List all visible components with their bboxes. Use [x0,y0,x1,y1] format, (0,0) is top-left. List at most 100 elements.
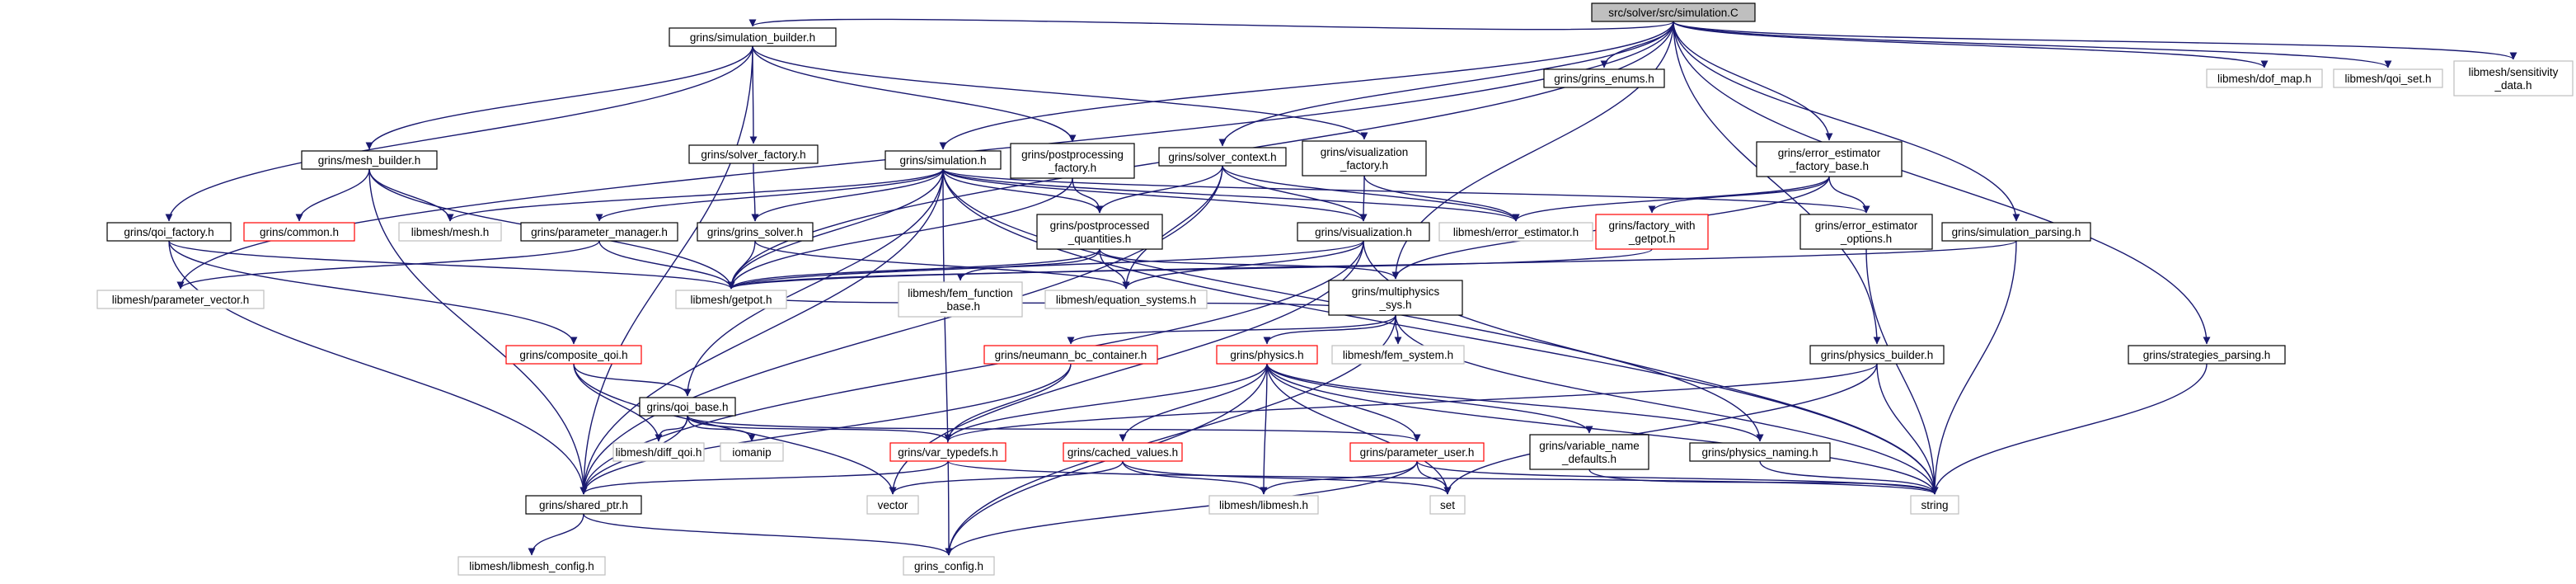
node-pp_factory[interactable]: grins/postprocessing_factory.h [1010,143,1135,179]
node-eqsys[interactable]: libmesh/equation_systems.h [1044,290,1208,309]
node-string[interactable]: string [1910,495,1959,515]
node-box [884,150,1002,170]
node-set[interactable]: set [1429,495,1466,515]
node-diffqoi[interactable]: libmesh/diff_qoi.h [612,442,705,462]
node-lm_mesh[interactable]: libmesh/mesh.h [398,222,502,242]
node-iomanip[interactable]: iomanip [720,442,784,462]
node-mesh_builder[interactable]: grins/mesh_builder.h [301,150,438,170]
node-sensdata[interactable]: libmesh/sensitivity_data.h [2453,60,2574,97]
node-label: grins/solver_factory.h [701,148,805,161]
edge-simulation_h-to-grins_config [942,168,953,556]
edge-sim_C-to-qoiset [1673,21,2392,68]
node-label: grins/composite_qoi.h [519,349,627,361]
node-label: grins/simulation_parsing.h [1952,226,2081,238]
node-box [1529,434,1649,470]
node-label: grins/error_estimator [1778,147,1881,159]
edge-physics-to-lm_libmesh [1260,363,1268,495]
node-label: _quantities.h [1067,233,1132,245]
edge-mesh_builder-to-lm_mesh [368,168,454,222]
edge-fwg-to-getpot [727,248,1653,290]
node-var_name[interactable]: grins/variable_name_defaults.h [1529,434,1649,470]
edge-multiphys-to-physics [1263,314,1396,345]
node-param_user[interactable]: grins/parameter_user.h [1349,442,1485,462]
node-box [398,222,502,242]
node-label: grins/parameter_user.h [1360,446,1475,459]
node-enums[interactable]: grins/grins_enums.h [1543,68,1665,88]
node-physics_builder[interactable]: grins/physics_builder.h [1809,345,1945,365]
node-box [1809,345,1945,365]
node-box [612,442,705,462]
node-dofmap[interactable]: libmesh/dof_map.h [2206,68,2323,88]
node-label: iomanip [732,446,771,459]
node-strat_parsing[interactable]: grins/strategies_parsing.h [2128,345,2286,365]
node-param_vec[interactable]: libmesh/parameter_vector.h [96,290,265,309]
node-box [688,144,819,164]
node-multiphys[interactable]: grins/multiphysics_sys.h [1328,280,1463,316]
node-grins_config[interactable]: grins_config.h [903,556,995,576]
edge-sim_C-to-strat_parsing [1673,21,2211,345]
node-neumann[interactable]: grins/neumann_bc_container.h [983,345,1158,365]
node-ee_factory[interactable]: grins/error_estimator_factory_base.h [1756,141,1903,177]
edge-vis_factory-to-lm_errest [1363,175,1520,222]
node-comp_qoi[interactable]: grins/composite_qoi.h [505,345,642,365]
edge-sim_C-to-simulation_h [939,21,1674,150]
edge-qoi_factory-to-comp_qoi [168,240,578,345]
node-pp_qty[interactable]: grins/postprocessed_quantities.h [1036,214,1163,250]
edge-var_typedefs-to-string [947,460,1939,495]
node-solver_ctx[interactable]: grins/solver_context.h [1158,147,1287,167]
node-phys_naming[interactable]: grins/physics_naming.h [1689,442,1831,462]
node-lm_config[interactable]: libmesh/libmesh_config.h [457,556,606,576]
node-box [301,150,438,170]
edge-phys_naming-to-string [1759,460,1939,495]
node-getpot[interactable]: libmesh/getpot.h [675,290,787,309]
node-sim_C[interactable]: src/solver/src/simulation.C [1591,2,1756,22]
node-box [1063,442,1183,462]
node-label: libmesh/diff_qoi.h [616,446,702,459]
node-box [1036,214,1163,250]
node-label: _options.h [1840,233,1892,245]
node-label: libmesh/mesh.h [411,226,490,238]
edge-pp_qty-to-multiphys [1099,248,1400,280]
node-param_mgr[interactable]: grins/parameter_manager.h [520,222,678,242]
node-physics[interactable]: grins/physics.h [1216,345,1318,365]
edge-shared_ptr-to-grins_config [583,513,953,556]
node-fwg[interactable]: grins/factory_with_getpot.h [1595,214,1709,250]
node-vis_factory[interactable]: grins/visualization_factory.h [1302,140,1427,177]
node-var_typedefs[interactable]: grins/var_typedefs.h [889,442,1006,462]
node-box [520,222,678,242]
edge-strat_parsing-to-string [1931,363,2208,495]
node-solver_factory[interactable]: grins/solver_factory.h [688,144,819,164]
node-lm_libmesh[interactable]: libmesh/libmesh.h [1208,495,1319,515]
edge-cached-to-lm_libmesh [1122,460,1268,495]
node-lm_femsys[interactable]: libmesh/fem_system.h [1331,345,1465,365]
edge-physics-to-var_name [1266,363,1593,434]
edge-sim_C-to-solver_ctx [1218,21,1674,147]
node-shared_ptr[interactable]: grins/shared_ptr.h [525,495,642,515]
edge-solver_ctx-to-vis_h [1222,165,1368,222]
edge-var_name-to-string [1588,469,1939,495]
node-box [720,442,784,462]
node-label: libmesh/fem_function [908,287,1013,299]
edge-qoi_factory-to-shared_ptr [168,240,588,495]
node-qoi_base[interactable]: grins/qoi_base.h [639,397,736,417]
node-cached[interactable]: grins/cached_values.h [1063,442,1183,462]
node-box [866,495,919,515]
edge-var_typedefs-to-shared_ptr [579,460,949,495]
node-sim_parsing[interactable]: grins/simulation_parsing.h [1941,222,2091,242]
node-vis_h[interactable]: grins/visualization.h [1297,222,1430,242]
node-simulation_h[interactable]: grins/simulation.h [884,150,1002,170]
edge-simulation_h-to-getpot [727,168,944,290]
node-qoiset[interactable]: libmesh/qoi_set.h [2333,68,2443,88]
node-qoi_factory[interactable]: grins/qoi_factory.h [106,222,232,242]
node-fem_func[interactable]: libmesh/fem_function_base.h [898,281,1023,318]
node-common[interactable]: grins/common.h [243,222,355,242]
node-sim_builder[interactable]: grins/simulation_builder.h [669,27,837,47]
node-vector[interactable]: vector [866,495,919,515]
node-label: grins/physics_builder.h [1821,349,1934,361]
edge-grins_solver-to-getpot [727,240,756,290]
node-label: grins/strategies_parsing.h [2143,349,2271,361]
node-grins_solver[interactable]: grins/grins_solver.h [697,222,814,242]
node-lm_errest[interactable]: libmesh/error_estimator.h [1438,222,1593,242]
node-ee_opts[interactable]: grins/error_estimator_options.h [1799,214,1933,250]
edge-simulation_h-to-ee_opts [942,168,1870,214]
